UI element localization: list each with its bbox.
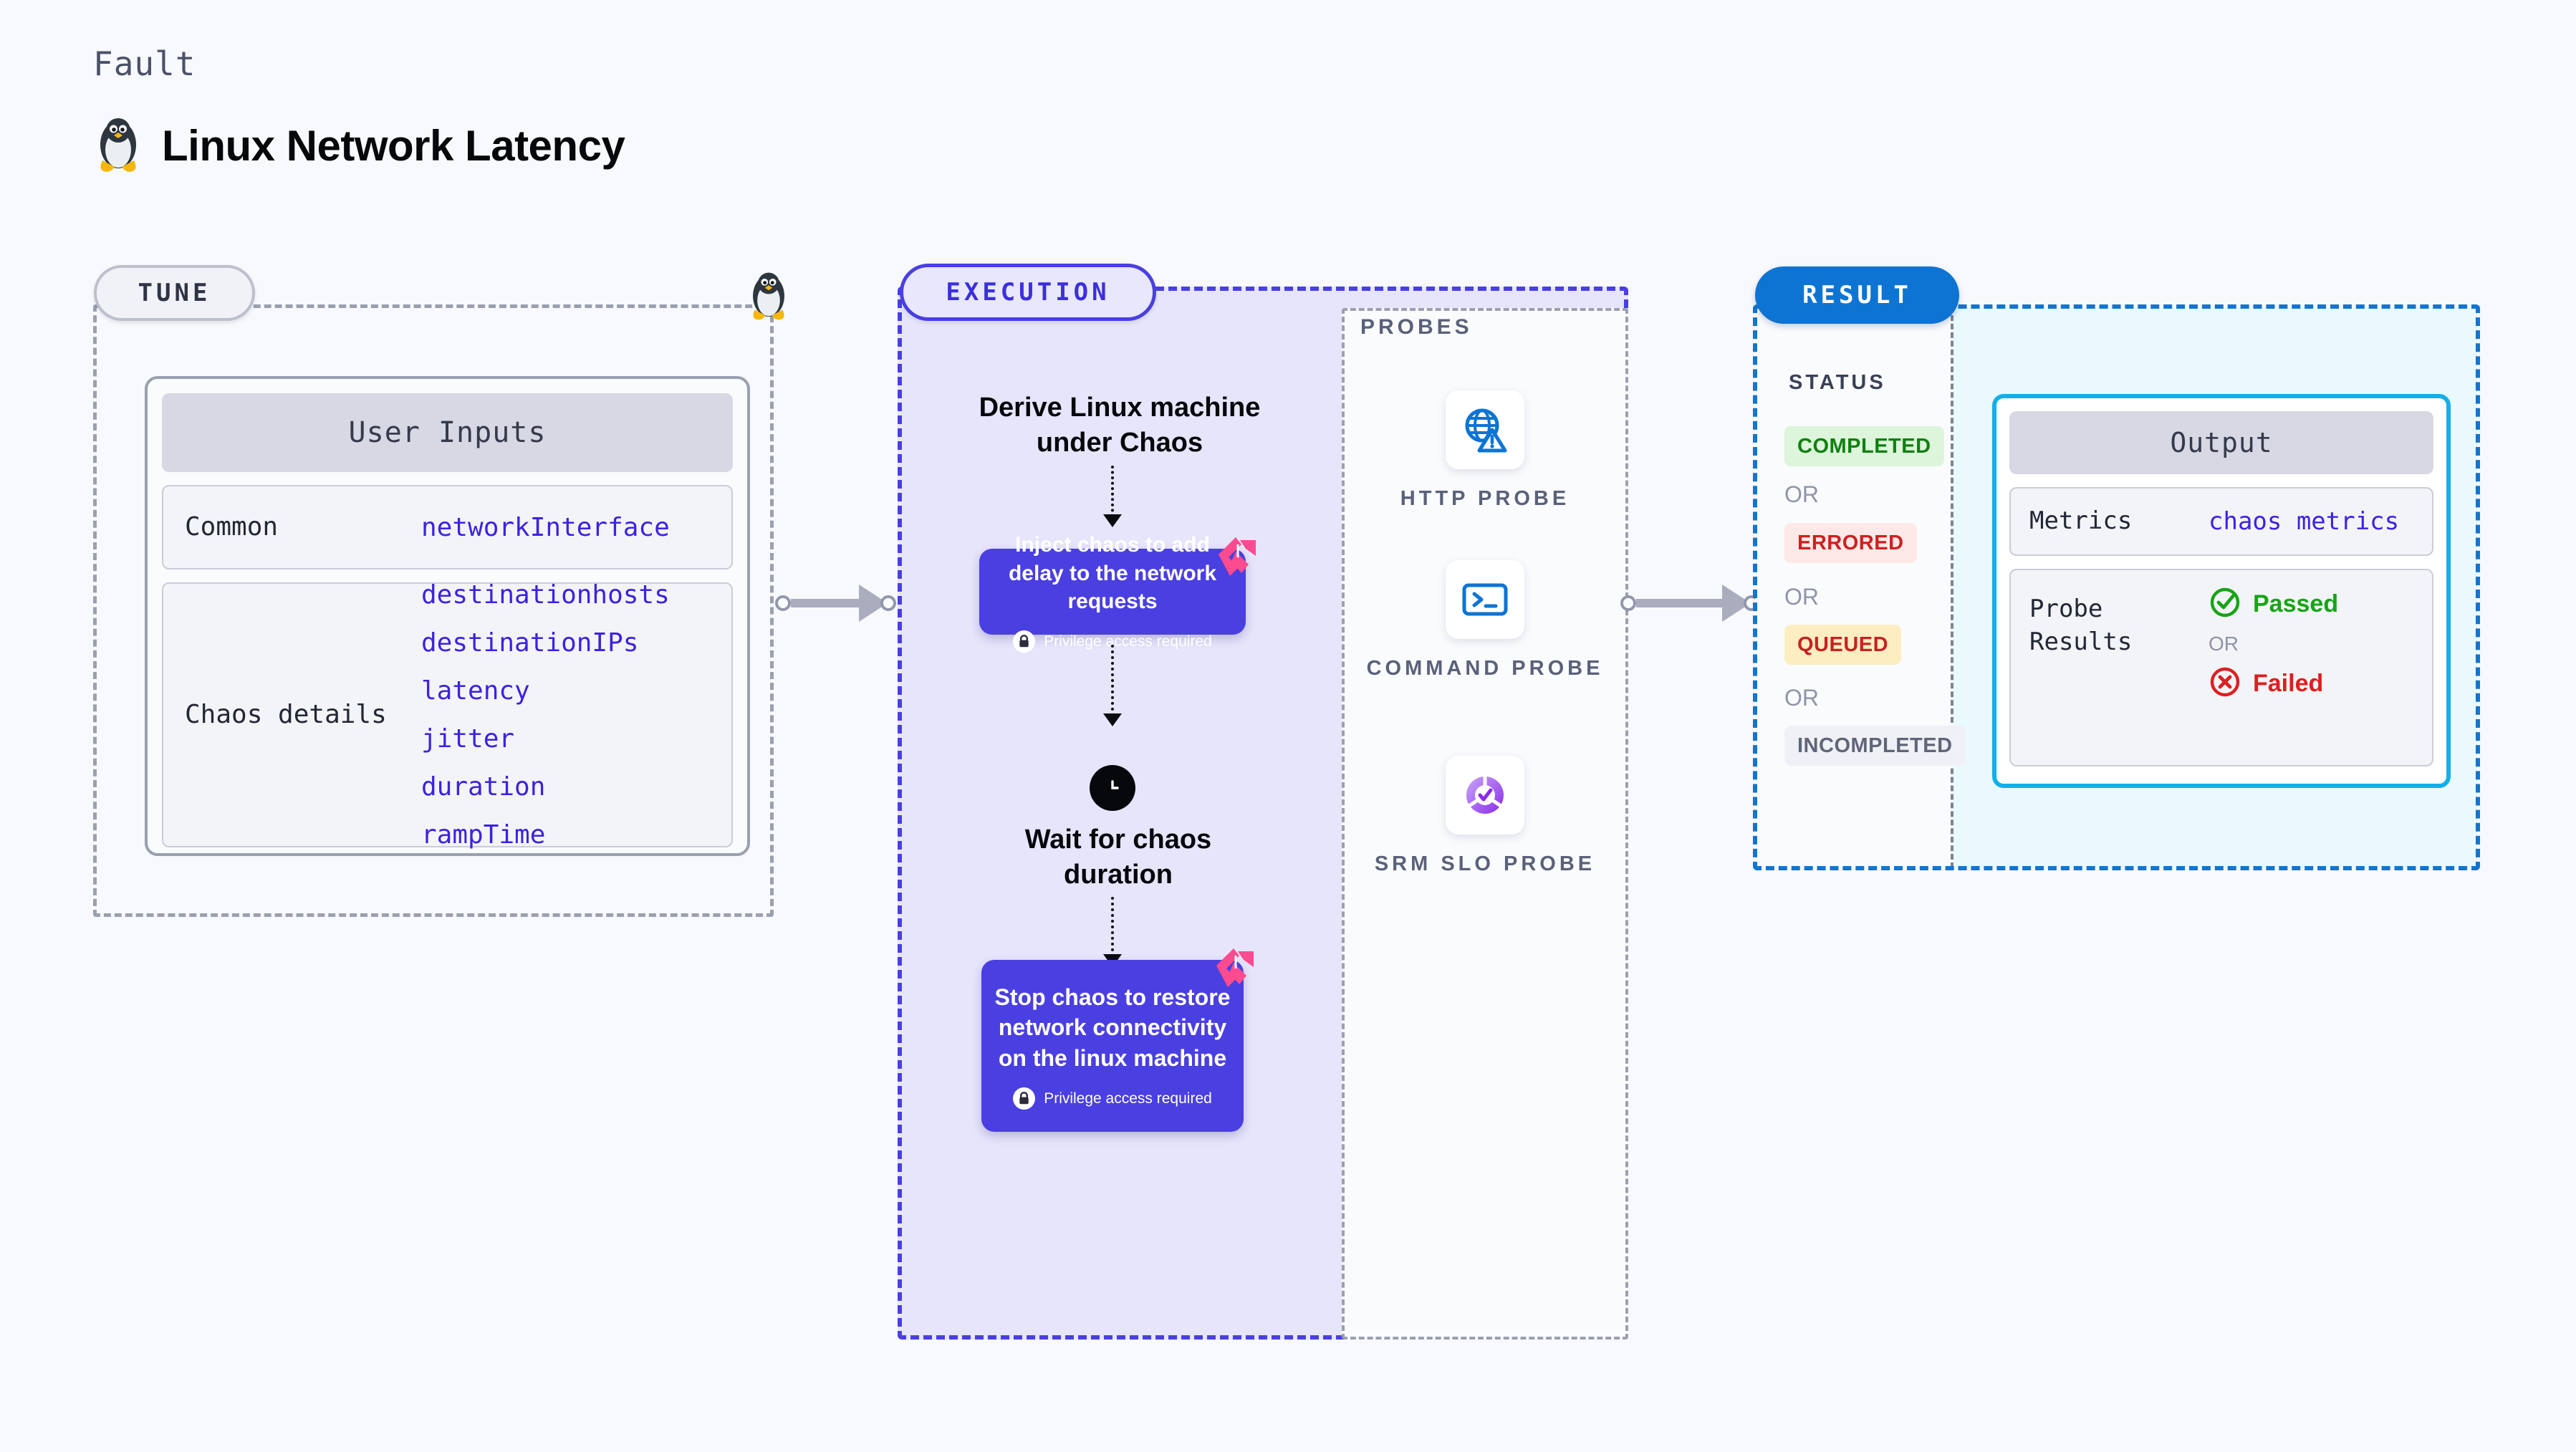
linux-penguin-icon [746, 271, 791, 322]
output-row-metrics: Metrics chaos metrics [2009, 487, 2433, 556]
x-circle-icon [2209, 665, 2241, 702]
probe-label: COMMAND PROBE [1366, 657, 1604, 680]
connector-dot [775, 595, 791, 611]
page-header: Fault Linux Network Latency [93, 44, 625, 175]
execution-node-text: Inject chaos to add delay to the network… [1008, 532, 1217, 614]
flow-arrow-tip [1103, 514, 1122, 527]
tune-param-latency: latency [421, 676, 530, 706]
clock-icon [1090, 765, 1135, 811]
lock-icon [1013, 1087, 1036, 1110]
output-title: Output [2009, 411, 2433, 474]
probe-command[interactable]: COMMAND PROBE [1342, 560, 1628, 683]
check-circle-icon [2209, 586, 2241, 622]
execution-step-wait-title: Wait for chaos duration [1024, 824, 1212, 890]
user-inputs-title: User Inputs [162, 393, 733, 472]
probe-label: SRM SLO PROBE [1374, 852, 1596, 875]
fault-eyebrow-label: Fault [93, 44, 196, 83]
execution-badge[interactable]: EXECUTION [900, 264, 1156, 321]
probe-result-failed-label: Failed [2253, 670, 2324, 697]
output-row-key: Probe Results [2029, 595, 2133, 656]
flow-arrow-line [1111, 897, 1114, 957]
flow-arrow-line [1111, 466, 1114, 517]
output-card: Output Metrics chaos metrics Probe Resul… [1992, 394, 2451, 788]
terminal-icon [1446, 560, 1524, 639]
status-title: STATUS [1789, 371, 1886, 394]
output-row-probe-results: Probe Results Passed OR [2009, 569, 2433, 766]
status-badge-incompleted: INCOMPLETED [1784, 726, 1966, 766]
probes-title: PROBES [1360, 315, 1473, 339]
user-inputs-card: User Inputs Common networkInterface Chao… [145, 376, 750, 856]
or-separator: OR [2209, 633, 2239, 655]
tune-row-key: Chaos details [185, 699, 387, 729]
execution-node-inject-chaos[interactable]: Inject chaos to add delay to the network… [979, 533, 1256, 653]
lock-icon [1013, 630, 1036, 653]
tune-row-common: Common networkInterface [162, 485, 733, 569]
connector-tune-to-execution [775, 585, 900, 622]
output-row-key: Metrics [2029, 506, 2133, 536]
privilege-note-text: Privilege access required [1044, 1090, 1212, 1107]
or-separator: OR [1784, 584, 1819, 610]
or-separator: OR [1784, 481, 1819, 507]
tune-param-destinationhosts: destinationhosts [421, 580, 670, 610]
connector-dot [1620, 595, 1636, 611]
tune-row-chaos-details: Chaos details destinationhosts destinati… [162, 580, 733, 850]
page-title: Linux Network Latency [162, 121, 625, 170]
execution-node-text: Stop chaos to restore network connectivi… [994, 984, 1231, 1071]
status-badge-queued: QUEUED [1784, 625, 1902, 665]
tune-param-duration: duration [421, 772, 546, 802]
litmus-chaos-icon [1214, 533, 1261, 580]
tune-param-ramptime: rampTime [421, 820, 546, 850]
probe-result-failed: Failed [2209, 665, 2338, 702]
status-badge-errored: ERRORED [1784, 523, 1917, 563]
flow-arrow-tip [1103, 713, 1122, 726]
connector-shaft [791, 599, 859, 607]
tune-param-networkinterface: networkInterface [421, 512, 670, 542]
globe-warning-icon [1446, 390, 1524, 469]
privilege-note-text: Privilege access required [1044, 633, 1212, 650]
execution-step-derive-title: Derive Linux machine under Chaos [979, 393, 1261, 458]
execution-node-stop-chaos[interactable]: Stop chaos to restore network connectivi… [981, 948, 1254, 1132]
probe-label: HTTP PROBE [1400, 487, 1570, 510]
connector-execution-to-result [1620, 585, 1764, 622]
result-panel [1753, 304, 2480, 870]
privilege-note: Privilege access required [1013, 1087, 1212, 1110]
tune-row-key: Common [185, 511, 279, 542]
connector-shaft [1636, 599, 1722, 607]
result-badge[interactable]: RESULT [1755, 266, 1959, 324]
or-separator: OR [1784, 685, 1819, 711]
connector-dot [880, 595, 896, 611]
result-status-column [1755, 307, 1953, 868]
tune-badge[interactable]: TUNE [94, 265, 255, 321]
probes-panel [1342, 308, 1628, 1340]
privilege-note: Privilege access required [1013, 630, 1212, 653]
slo-donut-check-icon [1446, 756, 1524, 835]
probe-result-passed-label: Passed [2253, 590, 2339, 617]
tune-param-destinationips: destinationIPs [421, 628, 639, 658]
probe-http[interactable]: HTTP PROBE [1342, 390, 1628, 513]
output-metrics-value: chaos metrics [2209, 507, 2400, 536]
tune-param-jitter: jitter [421, 724, 515, 754]
title-row: Linux Network Latency [93, 116, 625, 175]
probe-srm-slo[interactable]: SRM SLO PROBE [1342, 756, 1628, 878]
tune-panel: User Inputs Common networkInterface Chao… [93, 304, 774, 917]
status-badge-completed: COMPLETED [1784, 426, 1944, 466]
flow-arrow-line [1111, 645, 1114, 716]
linux-penguin-icon [93, 116, 143, 175]
probe-result-passed: Passed [2209, 586, 2338, 622]
litmus-chaos-icon [1212, 944, 1259, 991]
